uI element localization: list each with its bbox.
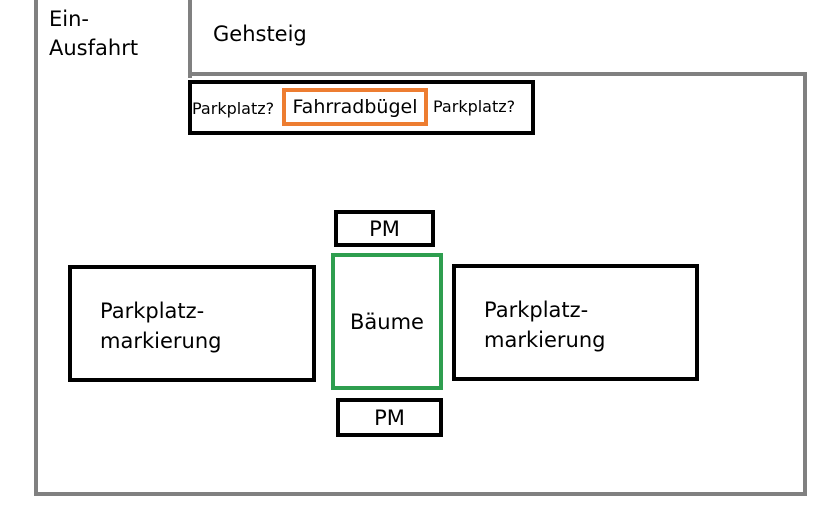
bike-rack-box: Fahrradbügel	[282, 88, 428, 126]
trees-label: Bäume	[350, 309, 424, 334]
pm-top-label: PM	[369, 216, 400, 241]
parking-marking-left-label: Parkplatz- markierung	[100, 299, 222, 353]
driveway-label: Ein- Ausfahrt	[49, 7, 139, 60]
trees-box: Bäume	[331, 253, 443, 390]
parking-marking-right: Parkplatz- markierung	[452, 264, 699, 381]
sidewalk-label: Gehsteig	[213, 22, 307, 46]
parking-marking-left: Parkplatz- markierung	[68, 265, 316, 382]
pm-box-bottom: PM	[336, 398, 443, 437]
bike-rack-label: Fahrradbügel	[292, 96, 418, 118]
parking-question-right: Parkplatz?	[433, 97, 516, 116]
parking-marking-right-label: Parkplatz- markierung	[484, 298, 606, 352]
driveway-opening	[38, 70, 188, 80]
driveway-area: Ein- Ausfahrt	[34, 0, 192, 78]
pm-box-top: PM	[334, 210, 435, 247]
parking-question-left: Parkplatz?	[192, 99, 275, 118]
pm-bottom-label: PM	[374, 405, 405, 430]
